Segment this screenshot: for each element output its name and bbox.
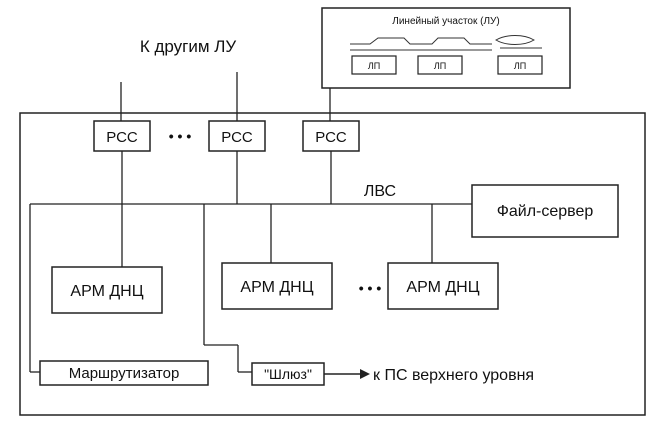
line-node-box [497, 55, 543, 75]
ellipsis-bottom: • • • [359, 280, 382, 296]
line-section-track [350, 35, 542, 51]
router-label: Маршрутизатор [69, 365, 180, 382]
main-frame [19, 112, 646, 416]
pcc-label: РСС [106, 129, 138, 146]
other-sections-label: К другим ЛУ [140, 37, 237, 56]
gateway-label: "Шлюз" [264, 366, 312, 382]
line-node-box [417, 55, 463, 75]
pcc-label: РСС [315, 129, 347, 146]
line-node-label: ЛП [368, 61, 380, 71]
pcc-box [302, 120, 360, 152]
arm-box [387, 262, 499, 310]
line-node-label: ЛП [514, 61, 526, 71]
router-box [39, 360, 209, 386]
lan-label: ЛВС [364, 183, 396, 200]
pcc-box [93, 120, 151, 152]
arm-label: АРМ ДНЦ [240, 279, 313, 296]
line-section-box [321, 7, 571, 89]
file-server-box [471, 184, 619, 238]
arrow-head-icon [360, 369, 370, 379]
arm-label: АРМ ДНЦ [70, 283, 143, 300]
line-section-title: Линейный участок (ЛУ) [392, 16, 499, 27]
upper-link-label: к ПС верхнего уровня [373, 367, 534, 384]
line-node-label: ЛП [434, 61, 446, 71]
pcc-label: РСС [221, 129, 253, 146]
ellipsis-top: • • • [169, 128, 192, 144]
arm-label: АРМ ДНЦ [406, 279, 479, 296]
arm-box [51, 266, 163, 314]
file-server-label: Файл-сервер [497, 203, 594, 220]
line-node-box [351, 55, 397, 75]
arm-box [221, 262, 333, 310]
